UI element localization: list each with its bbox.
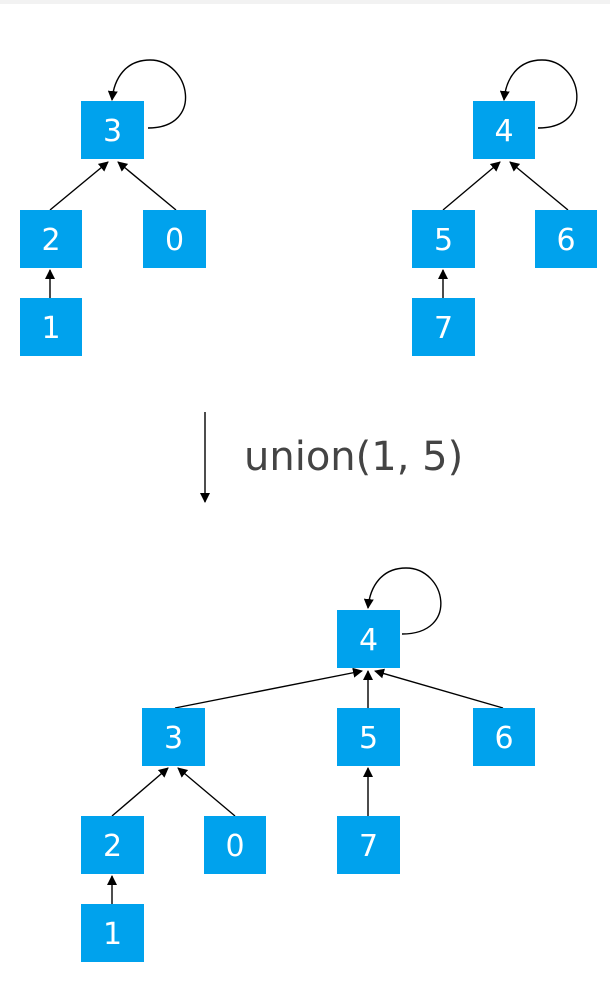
self-loop-3 (107, 59, 187, 129)
node-0: 0 (143, 210, 206, 268)
after-node-1-label: 1 (103, 917, 122, 952)
node-0-label: 0 (165, 223, 184, 258)
after-node-4: 4 (337, 610, 400, 668)
node-3: 3 (81, 101, 144, 159)
node-4: 4 (473, 101, 535, 159)
node-1: 1 (20, 298, 82, 356)
edge-0-to-3 (117, 161, 177, 211)
node-1-label: 1 (41, 311, 60, 346)
after-node-3: 3 (142, 708, 205, 766)
after-edges (107, 567, 504, 904)
after-node-1: 1 (81, 904, 144, 962)
after-node-6: 6 (473, 708, 535, 766)
after-edge-6-to-4 (374, 668, 504, 709)
after-node-0-label: 0 (225, 829, 244, 864)
before-left-edges (45, 59, 187, 298)
node-7: 7 (412, 298, 475, 356)
edge-6-to-4 (509, 161, 569, 211)
after-node-0: 0 (204, 816, 266, 874)
after-node-3-label: 3 (164, 721, 183, 756)
after-node-4-label: 4 (359, 623, 378, 658)
node-6-label: 6 (556, 223, 575, 258)
after-node-2: 2 (81, 816, 144, 874)
after-node-5-label: 5 (359, 721, 378, 756)
after-node-2-label: 2 (103, 829, 122, 864)
self-loop-4 (499, 59, 578, 129)
node-5: 5 (412, 210, 475, 268)
node-5-label: 5 (434, 223, 453, 258)
operation: union(1, 5) (200, 412, 463, 503)
before-right-edges (438, 59, 578, 298)
node-2-label: 2 (41, 223, 60, 258)
node-2: 2 (20, 210, 82, 268)
node-7-label: 7 (434, 311, 453, 346)
after-node-5: 5 (337, 708, 400, 766)
after-edge-2-to-3 (111, 767, 169, 817)
after-node-7-label: 7 (359, 829, 378, 864)
edge-5-to-4 (442, 161, 501, 211)
after-edge-0-to-3 (177, 767, 236, 817)
edge-2-to-3 (49, 161, 109, 211)
node-4-label: 4 (494, 114, 513, 149)
node-3-label: 3 (103, 114, 122, 149)
after-self-loop-4 (363, 567, 442, 635)
after-edge-3-to-4 (174, 667, 363, 709)
top-divider (0, 0, 610, 4)
node-6: 6 (535, 210, 597, 268)
operation-label: union(1, 5) (244, 434, 463, 480)
after-node-7: 7 (337, 816, 400, 874)
after-node-6-label: 6 (494, 721, 513, 756)
